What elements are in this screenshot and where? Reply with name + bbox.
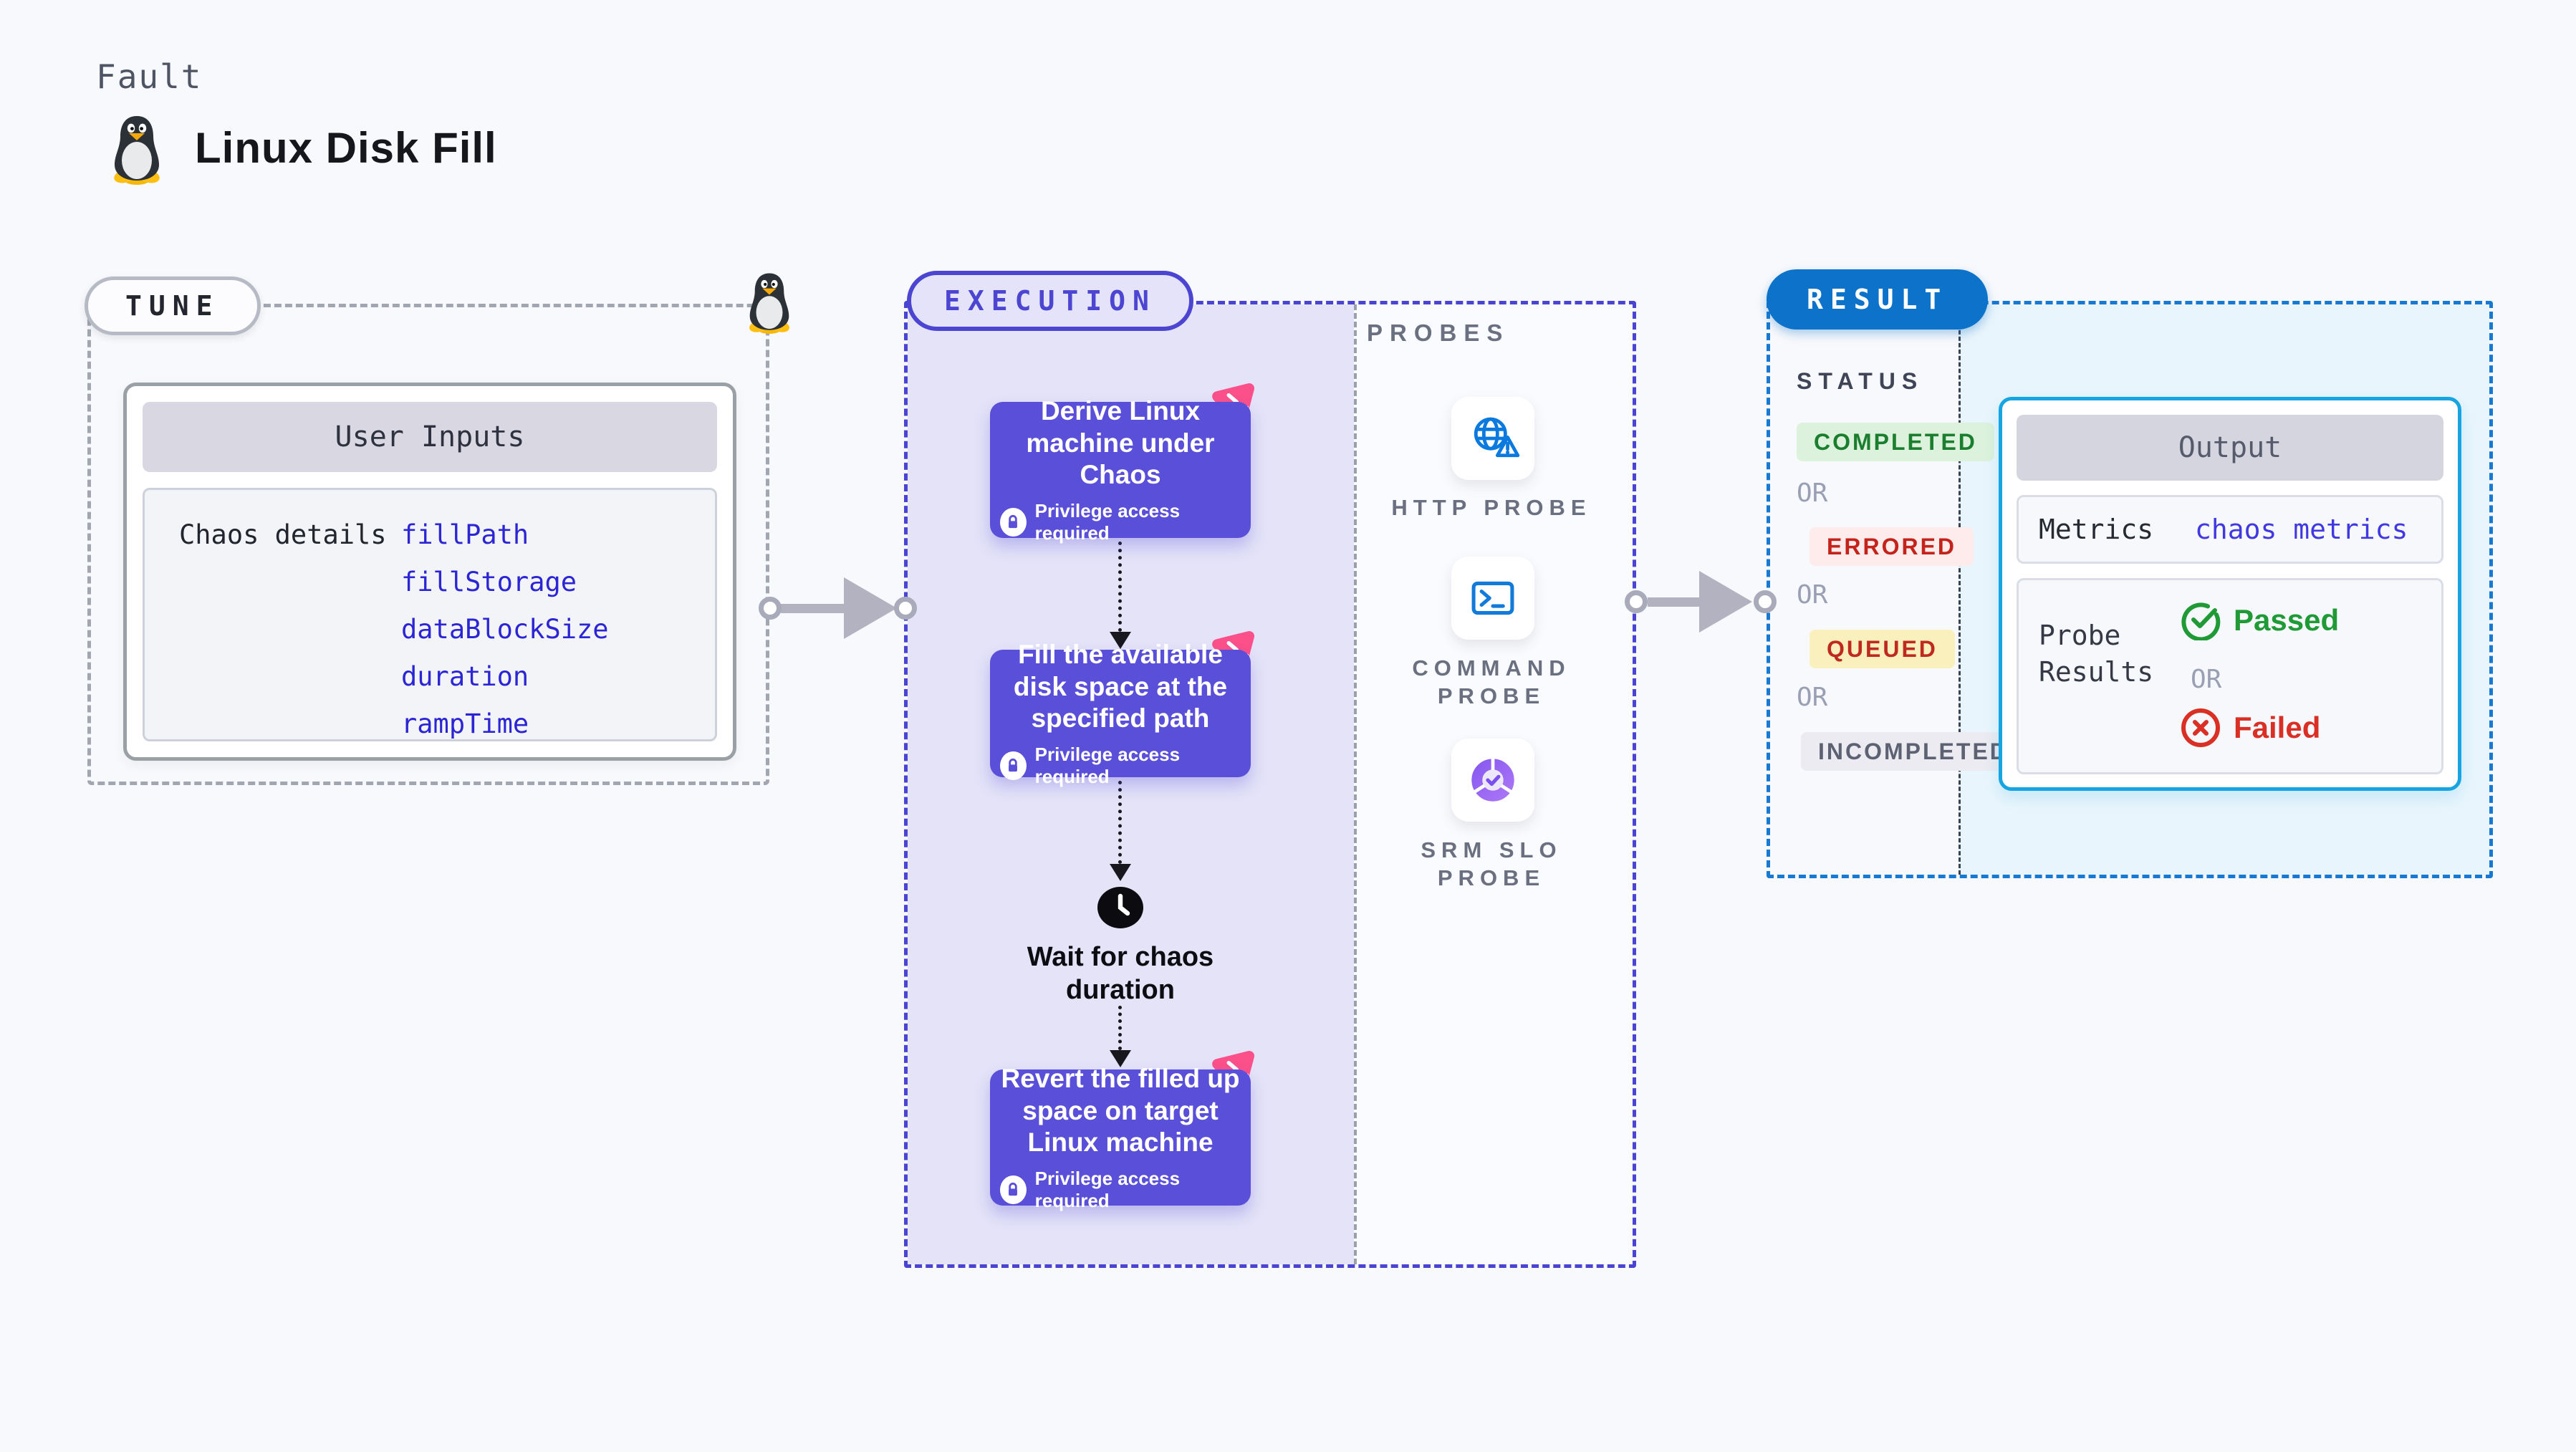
- command-probe-label: COMMAND PROBE: [1412, 655, 1571, 708]
- status-queued-badge: QUEUED: [1810, 630, 1955, 668]
- tune-region: [87, 304, 769, 785]
- input-fillpath: fillPath: [401, 519, 529, 550]
- flow-arrow-head: [1110, 864, 1131, 881]
- or-separator: OR: [2191, 665, 2222, 694]
- srm-slo-probe-card: [1451, 739, 1534, 822]
- fault-eyebrow: Fault: [96, 57, 203, 96]
- result-badge: RESULT: [1767, 269, 1989, 330]
- probes-connector-node: [1625, 590, 1648, 613]
- tune-to-execution-arrow-head: [844, 577, 897, 639]
- http-probe-icon: [1474, 417, 1520, 458]
- privilege-label: Privilege access required: [1034, 743, 1181, 787]
- failed-x-icon: [2181, 708, 2220, 747]
- or-separator: OR: [1797, 479, 1828, 508]
- input-ramptime: rampTime: [401, 708, 529, 739]
- passed-check-icon: [2181, 602, 2221, 640]
- flow-arrow-line: [1118, 781, 1122, 864]
- chaos-details-values: fillPath fillStorage dataBlockSize durat…: [401, 511, 609, 748]
- privilege-label: Privilege access required: [1034, 499, 1181, 544]
- metrics-row: Metrics chaos metrics: [2017, 495, 2443, 564]
- tune-badge: TUNE: [85, 277, 261, 335]
- step-fill-disk: Fill the available disk space at the spe…: [990, 640, 1251, 787]
- execution-connector-node: [894, 597, 917, 620]
- tux-icon: [114, 116, 160, 185]
- flow-arrow-line: [1118, 542, 1122, 632]
- lock-icon: [1000, 507, 1027, 537]
- status-incompleted-badge: INCOMPLETED: [1801, 732, 2026, 771]
- status-completed-badge: COMPLETED: [1797, 423, 1994, 461]
- result-connector-node: [1754, 590, 1777, 613]
- srm-slo-probe-icon: [1471, 757, 1514, 802]
- input-fillstorage: fillStorage: [401, 567, 577, 597]
- status-errored-badge: ERRORED: [1810, 527, 1974, 566]
- chaos-details-label: Chaos details: [179, 519, 387, 550]
- execution-to-result-arrow-line: [1648, 597, 1708, 607]
- user-inputs-card: User Inputs Chaos details fillPath fillS…: [123, 383, 736, 761]
- execution-badge: EXECUTION: [907, 271, 1193, 331]
- probe-results-row: Probe Results Passed OR Failed: [2017, 578, 2443, 774]
- flow-arrow-head: [1110, 1050, 1131, 1067]
- metrics-value: chaos metrics: [2195, 514, 2408, 545]
- tune-to-execution-arrow-line: [781, 604, 852, 613]
- http-probe-label: HTTP PROBE: [1391, 495, 1592, 520]
- failed-label: Failed: [2234, 711, 2321, 744]
- step-title: Derive Linux machine under Chaos: [1026, 396, 1215, 490]
- page-title: Linux Disk Fill: [195, 124, 497, 172]
- passed-label: Passed: [2234, 603, 2340, 637]
- input-duration: duration: [401, 661, 529, 692]
- output-title: Output: [2017, 415, 2443, 481]
- step-title: Fill the available disk space at the spe…: [1013, 640, 1228, 734]
- probes-label: PROBES: [1367, 319, 1510, 346]
- output-card: Output Metrics chaos metrics Probe Resul…: [1999, 397, 2461, 791]
- passed-outcome: Passed: [2181, 600, 2339, 640]
- lock-icon: [1000, 1175, 1027, 1204]
- step-revert-space: Revert the filled up space on target Lin…: [990, 1064, 1251, 1211]
- probe-results-label: Probe Results: [2039, 620, 2154, 688]
- privilege-row: Privilege access required: [1000, 1168, 1241, 1212]
- privilege-row: Privilege access required: [1000, 744, 1241, 788]
- step-derive-machine: Derive Linux machine under Chaos Privile…: [990, 396, 1251, 544]
- http-probe-card: [1451, 397, 1534, 480]
- tux-small-icon: [749, 273, 789, 334]
- command-probe-card: [1451, 557, 1534, 640]
- or-separator: OR: [1797, 580, 1828, 610]
- metrics-label: Metrics: [2039, 514, 2154, 545]
- flow-arrow-head: [1110, 632, 1131, 649]
- user-inputs-panel: Chaos details fillPath fillStorage dataB…: [143, 488, 717, 741]
- tune-connector-node: [759, 597, 782, 620]
- flow-arrow-line: [1118, 1006, 1122, 1050]
- wait-duration-label: Wait for chaos duration: [1027, 942, 1214, 1005]
- execution-to-result-arrow-head: [1699, 571, 1752, 633]
- step-title: Revert the filled up space on target Lin…: [1001, 1064, 1240, 1158]
- or-separator: OR: [1797, 683, 1828, 712]
- command-probe-icon: [1471, 581, 1514, 615]
- failed-outcome: Failed: [2181, 708, 2320, 748]
- privilege-label: Privilege access required: [1034, 1167, 1181, 1211]
- srm-slo-probe-label: SRM SLO PROBE: [1421, 837, 1562, 890]
- privilege-row: Privilege access required: [1000, 500, 1241, 544]
- input-datablocksize: dataBlockSize: [401, 614, 609, 645]
- status-label: STATUS: [1797, 368, 1924, 394]
- lock-icon: [1000, 751, 1027, 780]
- user-inputs-title: User Inputs: [143, 402, 717, 472]
- clock-icon: [1097, 887, 1143, 928]
